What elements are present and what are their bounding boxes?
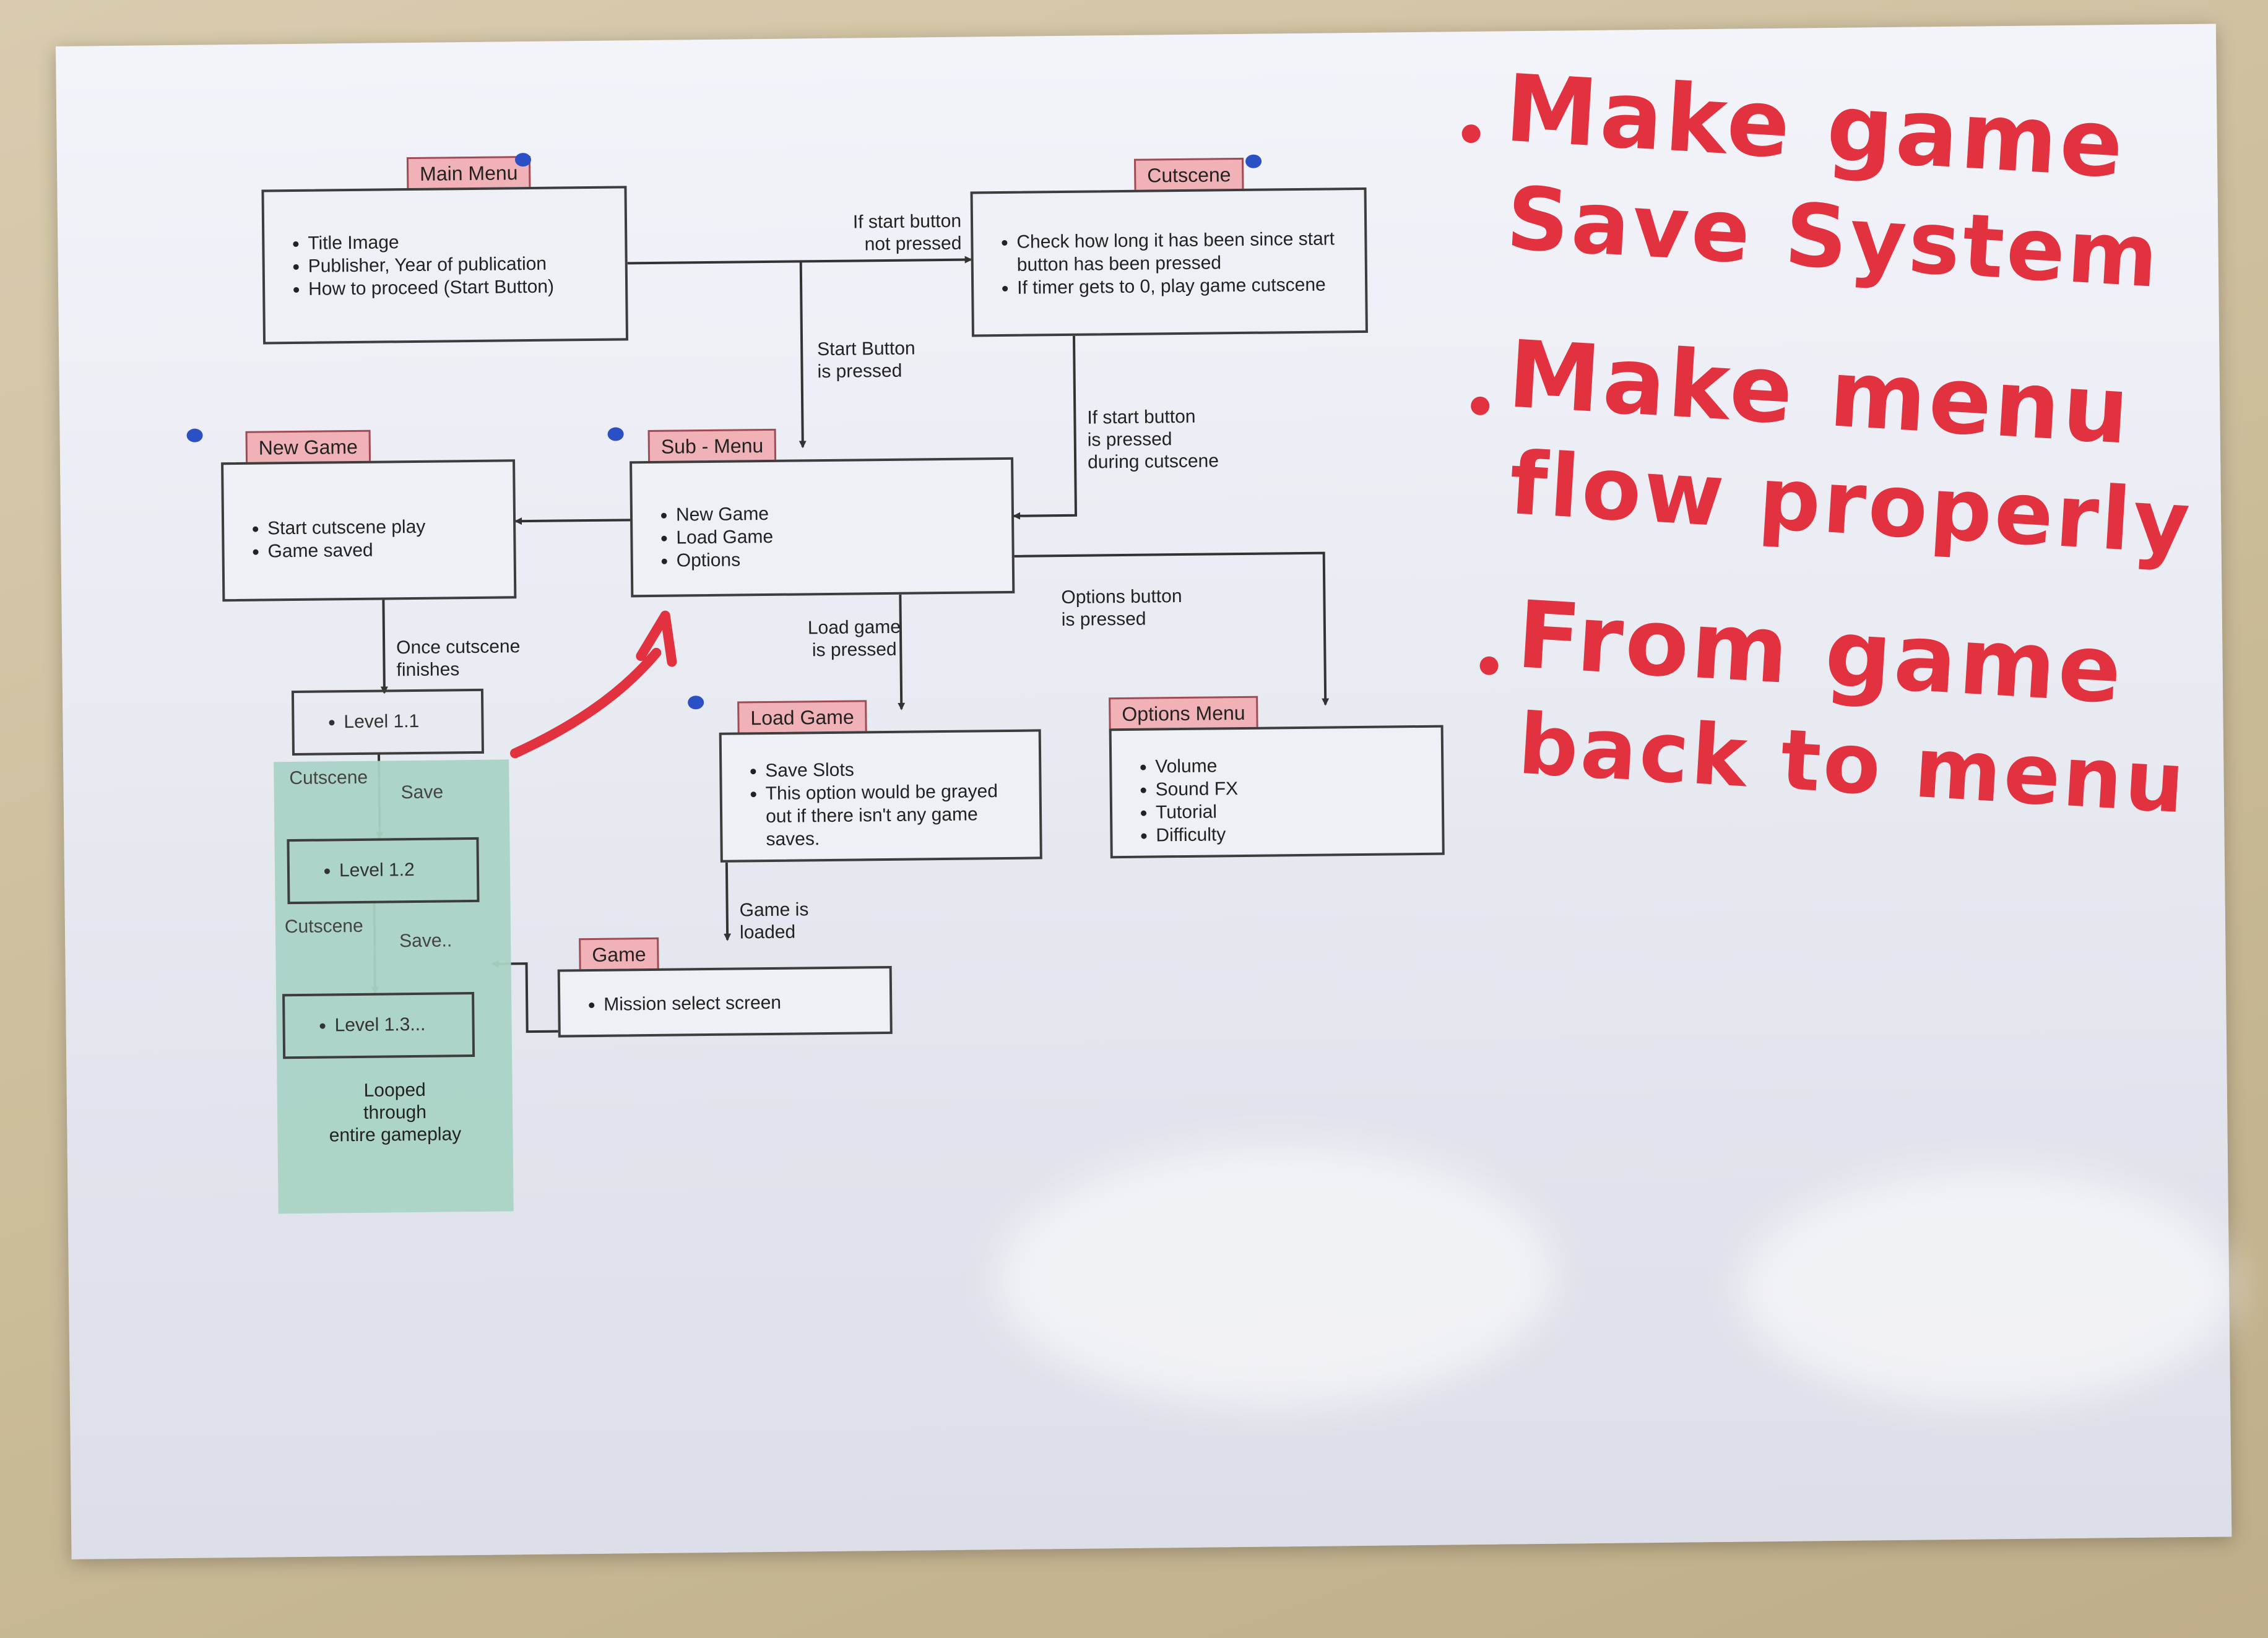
list-item: This option would be grayed out if there… bbox=[766, 780, 1028, 851]
list-item: Tutorial bbox=[1156, 798, 1442, 824]
edge-label-load-pressed: Load game is pressed bbox=[807, 616, 901, 661]
edge-newgame-to-level bbox=[380, 600, 388, 694]
sub-menu-tag: Sub - Menu bbox=[647, 428, 777, 465]
list-item: Difficulty bbox=[1156, 821, 1442, 847]
edge-main-to-submenu bbox=[799, 261, 807, 449]
options-menu-box: Volume Sound FX Tutorial Difficulty bbox=[1109, 725, 1445, 859]
options-menu-tag: Options Menu bbox=[1109, 696, 1258, 732]
main-menu-items: Title Image Publisher, Year of publicati… bbox=[264, 228, 625, 301]
note-bullet bbox=[1471, 396, 1490, 416]
edge-label-save-1: Save bbox=[400, 782, 444, 803]
list-item: Start cutscene play bbox=[267, 514, 513, 540]
level-1-3-label: Level 1.3... bbox=[334, 1013, 472, 1037]
loop-note: Looped through entire gameplay bbox=[329, 1079, 462, 1146]
edge-label-start-pressed: Start Button is pressed bbox=[817, 338, 915, 382]
level-1-1-label: Level 1.1 bbox=[344, 710, 481, 733]
list-item: If timer gets to 0, play game cutscene bbox=[1017, 273, 1346, 300]
load-game-tag: Load Game bbox=[737, 700, 867, 736]
edge-label-start-during-cutscene: If start button is pressed during cutsce… bbox=[1087, 406, 1219, 473]
edge-label-options-pressed: Options button is pressed bbox=[1061, 585, 1182, 631]
main-menu-tag: Main Menu bbox=[406, 155, 531, 192]
edge-submenu-to-options bbox=[1002, 551, 1330, 706]
edge-label-cutscene-2: Cutscene bbox=[284, 915, 363, 938]
blue-pin-marker bbox=[514, 152, 532, 167]
load-game-box: Save Slots This option would be grayed o… bbox=[719, 729, 1042, 863]
new-game-items: Start cutscene play Game saved bbox=[224, 514, 514, 563]
edge-label-save-2: Save.. bbox=[399, 930, 452, 952]
blue-pin-marker bbox=[186, 428, 203, 442]
cutscene-box: Check how long it has been since start b… bbox=[970, 187, 1368, 337]
level-1-2-label: Level 1.2 bbox=[339, 858, 477, 882]
edge-cutscene-to-submenu bbox=[1013, 335, 1078, 520]
game-tag: Game bbox=[579, 937, 659, 973]
list-item: Title Image bbox=[308, 228, 625, 254]
load-game-items: Save Slots This option would be grayed o… bbox=[722, 756, 1040, 851]
edge-label-game-loaded: Game is loaded bbox=[739, 899, 809, 943]
note-bullet bbox=[1461, 124, 1481, 144]
options-menu-items: Volume Sound FX Tutorial Difficulty bbox=[1112, 752, 1442, 848]
red-marker-arrow bbox=[510, 647, 662, 759]
new-game-tag: New Game bbox=[245, 429, 371, 465]
list-item: How to proceed (Start Button) bbox=[308, 274, 625, 300]
game-box: Mission select screen bbox=[557, 965, 893, 1038]
sub-menu-box: New Game Load Game Options bbox=[630, 457, 1015, 598]
red-marker-arrowhead bbox=[636, 610, 677, 667]
note-bullet bbox=[1479, 656, 1499, 675]
new-game-box: Start cutscene play Game saved bbox=[221, 459, 517, 602]
list-item: Load Game bbox=[676, 523, 1011, 550]
list-item: Game saved bbox=[267, 537, 513, 563]
cutscene-tag: Cutscene bbox=[1133, 157, 1244, 193]
edge-submenu-to-loadgame bbox=[898, 594, 906, 710]
list-item: Publisher, Year of publication bbox=[308, 251, 625, 277]
edge-main-to-cutscene bbox=[627, 256, 972, 265]
blue-pin-marker bbox=[688, 696, 704, 710]
list-item: New Game bbox=[676, 500, 1011, 527]
level-1-3-box: Level 1.3... bbox=[282, 992, 475, 1059]
game-items: Mission select screen bbox=[560, 990, 889, 1017]
list-item: Sound FX bbox=[1155, 775, 1441, 801]
blue-pin-marker bbox=[607, 427, 624, 441]
edge-submenu-to-newgame bbox=[514, 517, 631, 525]
list-item: Mission select screen bbox=[604, 990, 889, 1016]
list-item: Check how long it has been since start b… bbox=[1016, 227, 1346, 277]
laminated-sheet: Main Menu Title Image Publisher, Year of… bbox=[56, 24, 2237, 1559]
sub-menu-items: New Game Load Game Options bbox=[633, 500, 1012, 572]
edge-label-cutscene-finishes: Once cutscene finishes bbox=[396, 636, 521, 681]
edge-label-start-not-pressed: If start button not pressed bbox=[852, 210, 962, 255]
main-menu-box: Title Image Publisher, Year of publicati… bbox=[261, 186, 629, 345]
edge-label-cutscene-1: Cutscene bbox=[289, 767, 368, 789]
list-item: Save Slots bbox=[765, 757, 1026, 782]
list-item: Volume bbox=[1155, 752, 1441, 778]
level-1-1-box: Level 1.1 bbox=[291, 688, 485, 756]
blue-pin-marker bbox=[1245, 154, 1262, 168]
cutscene-items: Check how long it has been since start b… bbox=[973, 227, 1365, 300]
list-item: Options bbox=[677, 546, 1012, 572]
level-1-2-box: Level 1.2 bbox=[287, 837, 480, 905]
